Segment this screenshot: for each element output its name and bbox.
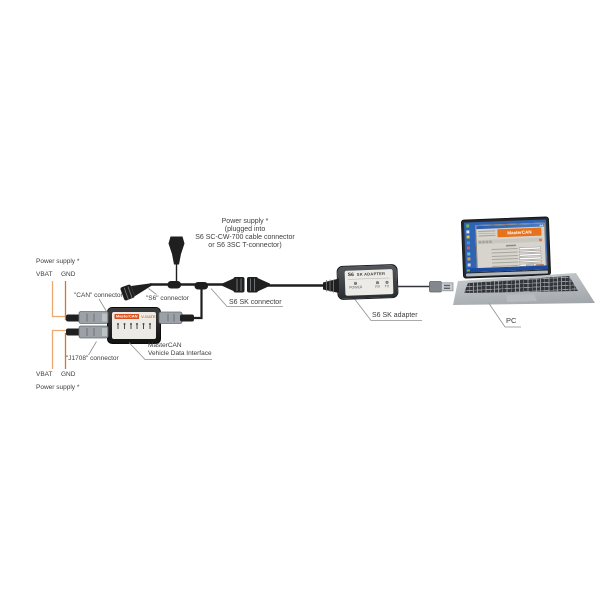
power-note-line: or S6 3SC T-connector) — [208, 242, 282, 249]
s6-drop-cable — [193, 287, 203, 320]
usb-plug — [429, 281, 454, 293]
leader-device — [128, 342, 212, 360]
leader-sk-adapter — [354, 299, 422, 321]
s6-device-plug — [158, 311, 183, 324]
s6-cable-stub — [180, 314, 194, 322]
s6-sk-connector-left — [222, 277, 245, 293]
touchpad — [506, 294, 537, 302]
pin-icon — [123, 323, 125, 329]
gnd-label-top: GND — [61, 270, 76, 278]
power-note: Power supply * (plugged into S6 SC-CW-70… — [183, 218, 307, 250]
power-supply-label-bottom: Power supply * — [36, 384, 80, 391]
leader-s6 — [148, 288, 157, 295]
pin-icon — [117, 323, 119, 329]
device-model: V-GATE — [141, 314, 156, 319]
cable-junction — [194, 282, 208, 290]
j1708-cable-stub — [66, 328, 81, 336]
power-supply-plug — [168, 236, 185, 282]
gnd-label-bottom: GND — [61, 371, 76, 378]
s6-sk-connector-right — [247, 277, 270, 293]
j1708-plug — [78, 325, 109, 339]
pin-icon — [149, 323, 151, 329]
can-cable-stub — [66, 314, 81, 322]
device-caption-line2: Vehicle Data Interface — [148, 350, 212, 357]
gnd-wire-bottom — [64, 332, 67, 369]
sk-connector-label: S6 SK connector — [229, 298, 282, 306]
pin-icon — [130, 323, 132, 329]
s6-cable-connector — [120, 283, 153, 301]
cable-junction — [167, 281, 181, 289]
s6-connector-label: "S6" connector — [146, 295, 189, 302]
laptop-base — [453, 273, 595, 305]
device-face: MasterCAN V-GATE — [112, 312, 156, 339]
device-caption-line1: MasterCAN — [148, 342, 182, 349]
pin-icon — [136, 323, 138, 329]
vbat-wire-top — [51, 281, 66, 318]
pin-icons — [115, 323, 154, 329]
leader-can — [98, 298, 108, 314]
can-plug — [78, 311, 109, 324]
leader-j1708 — [88, 341, 97, 356]
device-caption: MasterCAN Vehicle Data Interface — [148, 342, 212, 358]
pin-icon — [143, 323, 145, 329]
can-connector-label: "CAN" connector — [74, 291, 123, 299]
mastercan-device: MasterCAN V-GATE — [107, 307, 161, 344]
vbat-label-top: VBAT — [36, 270, 53, 278]
pc-label: PC — [506, 315, 517, 325]
laptop: MasterCAN — [452, 214, 600, 309]
adapter-strain-relief — [323, 278, 339, 293]
power-note-line: S6 SC-CW-700 cable connector — [195, 234, 295, 241]
power-note-line: (plugged into — [224, 226, 266, 233]
leader-pc — [488, 303, 521, 328]
power-note-line: Power supply * — [221, 218, 269, 225]
vbat-wire-bottom — [51, 329, 66, 369]
vbat-label-bottom: VBAT — [36, 371, 53, 378]
j1708-connector-label: "J1708" connector — [66, 354, 119, 362]
gnd-wire-top — [64, 281, 67, 321]
device-badge: MasterCAN — [114, 314, 140, 319]
sk-adapter-label: S6 SK adapter — [372, 311, 418, 319]
leader-sk-connector — [210, 288, 283, 307]
power-supply-label-top: Power supply * — [36, 258, 80, 265]
